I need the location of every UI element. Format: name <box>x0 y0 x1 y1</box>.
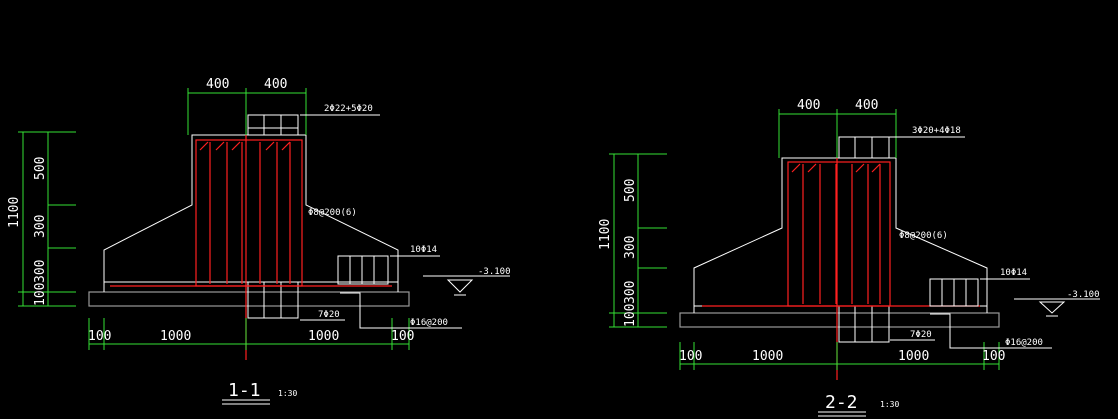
section-2-note-side-bar: 10Φ14 <box>1000 268 1027 278</box>
section-1-vdim-100: 100 <box>33 283 48 306</box>
section-1-bdim-100a: 100 <box>88 329 111 344</box>
section-1-top-dim-left: 400 <box>206 77 229 92</box>
section-2-elevation-marker <box>1038 301 1066 314</box>
section-2-title: 2-2 <box>825 392 858 413</box>
section-2-pile-stub <box>838 305 890 343</box>
section-2-bdim-1000a: 1000 <box>752 349 783 364</box>
section-1-note-dist-bar: Φ16@200 <box>410 318 448 328</box>
section-1-note-stirrup: Φ8@200(6) <box>308 208 357 218</box>
section-1-pile-stub <box>247 281 299 319</box>
section-1-note-side-bar: 10Φ14 <box>410 245 437 255</box>
section-2-scale: 1:30 <box>880 400 899 409</box>
section-1-scale: 1:30 <box>278 389 297 398</box>
section-2-note-top-bar: 3Φ20+4Φ18 <box>912 126 961 136</box>
section-1-total-height: 1100 <box>7 197 22 228</box>
section-2-vdim-300b: 300 <box>623 281 638 304</box>
section-2-vdim-100: 100 <box>623 304 638 327</box>
section-2-column-stub <box>838 136 890 159</box>
section-1-vdim-300b: 300 <box>33 260 48 283</box>
section-2-note-stirrup: Φ8@200(6) <box>899 231 948 241</box>
section-1-note-elevation: -3.100 <box>478 267 511 277</box>
section-2-bdim-1000b: 1000 <box>898 349 929 364</box>
section-2-rebars <box>702 161 980 307</box>
section-1-1: 400 400 500 300 300 100 1100 100 1000 10… <box>7 77 511 405</box>
section-2-bdim-100a: 100 <box>679 349 702 364</box>
section-1-vdim-500: 500 <box>33 157 48 180</box>
section-1-rebars <box>110 139 392 287</box>
section-2-note-bottom-bar: 7Φ20 <box>910 330 932 340</box>
section-2-note-dist-bar: Φ16@200 <box>1005 338 1043 348</box>
section-2-bdim-100b: 100 <box>982 349 1005 364</box>
section-1-note-bottom-bar: 7Φ20 <box>318 310 340 320</box>
section-1-bdim-1000b: 1000 <box>308 329 339 344</box>
section-1-elevation-marker <box>446 279 474 293</box>
section-1-title: 1-1 <box>228 380 261 401</box>
section-2-vdim-500: 500 <box>623 179 638 202</box>
section-2-top-dim-left: 400 <box>797 98 820 113</box>
section-1-vdim-300a: 300 <box>33 215 48 238</box>
section-2-2: 400 400 500 300 300 100 1100 100 1000 10… <box>598 98 1100 417</box>
section-1-base-slab <box>88 291 410 307</box>
section-2-note-elevation: -3.100 <box>1067 290 1100 300</box>
section-1-top-dim-right: 400 <box>264 77 287 92</box>
section-1-bdim-100b: 100 <box>391 329 414 344</box>
section-1-side-bar-box <box>337 255 389 285</box>
section-1-note-top-bar: 2Φ22+5Φ20 <box>324 104 373 114</box>
section-2-top-dim-right: 400 <box>855 98 878 113</box>
section-2-total-height: 1100 <box>598 219 613 250</box>
section-1-bdim-1000a: 1000 <box>160 329 191 344</box>
section-1-column-stub <box>247 114 299 136</box>
section-2-vdim-300a: 300 <box>623 236 638 259</box>
